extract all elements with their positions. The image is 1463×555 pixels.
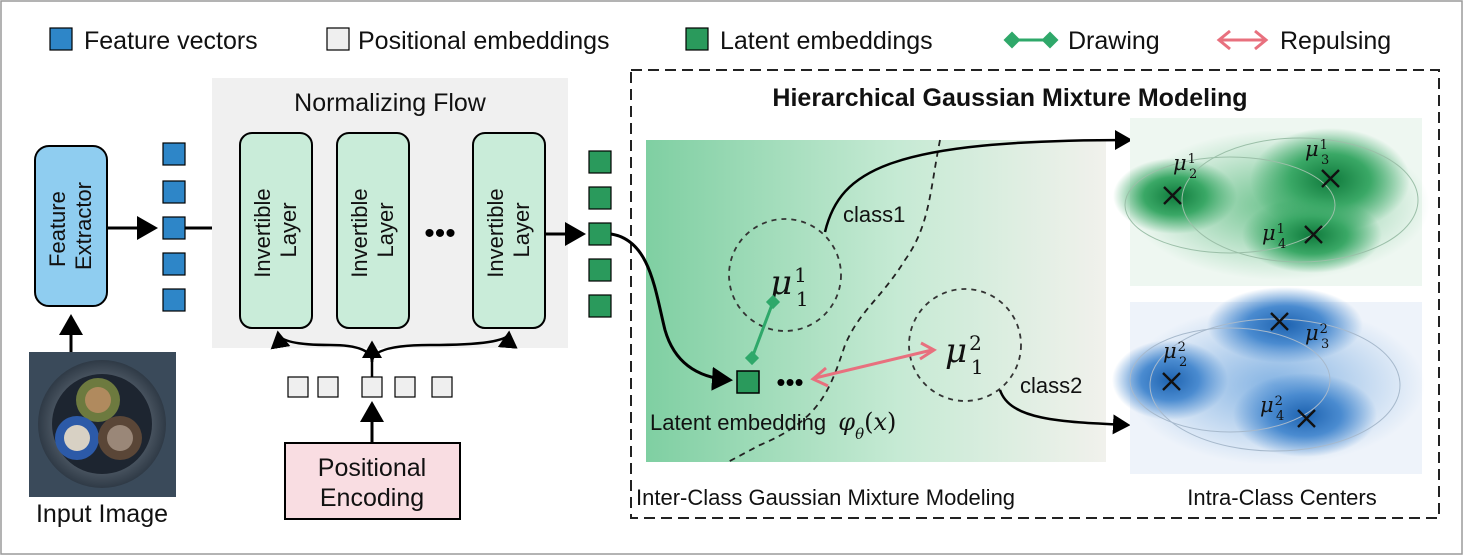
flow-ellipsis: ••• xyxy=(424,217,456,250)
legend-latent-label: Latent embeddings xyxy=(720,27,933,55)
invertible-layer-2 xyxy=(336,132,410,329)
invertible-layer-3-label: Invertible Layer xyxy=(483,182,534,277)
class1-label: class1 xyxy=(843,202,905,227)
positional-embedding xyxy=(394,376,416,398)
latent-embedding xyxy=(588,150,612,174)
blue-center-marks xyxy=(1162,312,1316,428)
legend-latent-swatch xyxy=(685,27,709,51)
arrow-latent-to-point xyxy=(610,232,733,391)
invertible-layer-2-label: Invertible Layer xyxy=(347,182,398,277)
legend-drawing-label: Drawing xyxy=(1068,27,1160,55)
inter-class-area xyxy=(646,140,1106,462)
arrow-class1-to-green xyxy=(823,130,1133,233)
latent-embedding-point xyxy=(736,370,760,394)
latent-embedding xyxy=(588,186,612,210)
green-center-mark xyxy=(1304,225,1323,244)
legend-drawing-icon xyxy=(1003,31,1059,49)
class-boundary xyxy=(727,139,941,463)
legend-repulsing-label: Repulsing xyxy=(1280,27,1391,55)
legend-positional-swatch xyxy=(326,27,350,51)
latent-embedding xyxy=(588,222,612,246)
green-center-marks xyxy=(1163,169,1340,244)
arrow-class2-to-blue xyxy=(998,389,1131,435)
hgmm-panel xyxy=(630,69,1440,519)
feature-extractor-box xyxy=(34,145,108,307)
feature-extractor-label: Feature Extractor xyxy=(45,182,96,270)
feature-vector xyxy=(162,252,186,276)
class2-label: class2 xyxy=(1020,373,1082,398)
feature-vectors-column xyxy=(162,142,186,312)
positional-embedding xyxy=(317,376,339,398)
feature-vector xyxy=(162,142,186,166)
invertible-layer-1 xyxy=(239,132,313,329)
hgmm-title: Hierarchical Gaussian Mixture Modeling xyxy=(772,84,1247,112)
legend-feature-swatch xyxy=(49,27,73,51)
input-image xyxy=(29,352,176,497)
normalizing-flow-title: Normalizing Flow xyxy=(294,89,487,117)
positional-encoding-box xyxy=(284,442,461,520)
blue-center-mark xyxy=(1162,372,1181,391)
invertible-layer-1-label: Invertible Layer xyxy=(250,182,301,277)
feature-vector xyxy=(162,180,186,204)
positional-embeddings-row xyxy=(287,376,453,398)
latent-point-ellipsis: ••• xyxy=(776,367,803,397)
legend-repulsing-icon xyxy=(1216,29,1269,51)
positional-embedding xyxy=(287,376,309,398)
inter-class-label: Inter-Class Gaussian Mixture Modeling xyxy=(636,485,1015,510)
drawing-connector xyxy=(744,294,781,366)
blue-density-map xyxy=(1112,287,1425,474)
green-center-mark xyxy=(1321,169,1340,188)
legend: Feature vectors Positional embeddings La… xyxy=(49,27,1391,55)
feature-vector xyxy=(162,216,186,240)
positional-encoding-label-line2: Encoding xyxy=(320,484,424,512)
repulsing-connector xyxy=(810,341,937,388)
legend-feature-label: Feature vectors xyxy=(84,27,258,55)
latent-embedding xyxy=(588,294,612,318)
green-center-mark xyxy=(1163,186,1182,205)
latent-embeddings-column xyxy=(588,150,612,318)
positional-to-layers-arrows xyxy=(270,330,518,377)
class1-region xyxy=(728,218,842,332)
class2-region xyxy=(908,288,1022,402)
latent-embedding xyxy=(588,258,612,282)
feature-vector xyxy=(162,288,186,312)
positional-encoding-label: Positional xyxy=(318,454,426,482)
blue-center-mark xyxy=(1297,409,1316,428)
invertible-layer-3 xyxy=(472,132,546,329)
positional-embedding xyxy=(361,376,383,398)
intra-class-label: Intra-Class Centers xyxy=(1187,485,1377,510)
blue-center-mark xyxy=(1270,312,1289,331)
positional-embedding xyxy=(431,376,453,398)
legend-positional-label: Positional embeddings xyxy=(358,27,610,55)
input-image-label: Input Image xyxy=(36,500,168,528)
green-density-map xyxy=(1113,118,1430,286)
